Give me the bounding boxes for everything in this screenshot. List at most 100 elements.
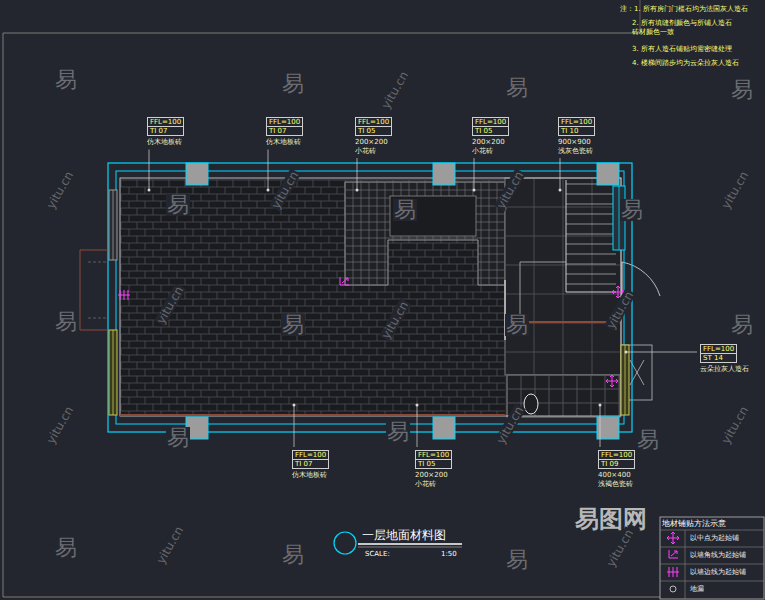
- note: 2. 所有填缝剂颜色与所铺人造石 砖材颜色一致: [632, 19, 744, 37]
- watermark: 易: [281, 544, 305, 566]
- material-tag: FFL=100TI 05 200×200 小花砖: [472, 117, 509, 155]
- watermark: yitu.cn: [154, 523, 186, 566]
- window: [621, 345, 629, 415]
- material-tag: FFL=100TI 07仿木地板砖: [292, 450, 329, 480]
- start-midpoint-symbol: [606, 375, 618, 387]
- exterior-step-line: [88, 262, 108, 318]
- watermark: 易: [730, 314, 754, 336]
- leader-dot: [356, 189, 359, 192]
- start-corner-symbol: [340, 277, 349, 285]
- scale-label: SCALE:: [365, 550, 390, 559]
- watermark: 易: [54, 311, 78, 333]
- material-code: TI 05: [416, 459, 451, 468]
- wall-inner-line: [116, 171, 624, 424]
- watermark: 易: [54, 537, 78, 559]
- legend-row-line: [660, 547, 764, 548]
- title-underline: [358, 543, 462, 545]
- legend-entry: 以墙角线为起始铺: [690, 551, 746, 560]
- watermark: 易: [54, 69, 78, 91]
- legend-column-line: [685, 530, 686, 599]
- column: [433, 163, 455, 185]
- material-description: 200×200 小花砖: [472, 138, 505, 155]
- wood-plank-hatch: [121, 180, 505, 415]
- material-description: 仿木地板砖: [147, 138, 182, 147]
- leader-line: [626, 352, 697, 353]
- legend-entry: 以墙边线为起始铺: [690, 568, 746, 577]
- legend-box: [660, 517, 764, 599]
- tag-box: FFL=100TI 10: [558, 117, 595, 136]
- start-corner-symbol: [669, 550, 678, 558]
- floor-level: FFL=100: [267, 118, 302, 126]
- tag-box: FFL=100ST 14: [700, 344, 737, 363]
- material-description: 200×200 小花砖: [355, 138, 388, 155]
- stair-outline: [566, 180, 616, 292]
- material-description: 900×900 浅灰色瓷砖: [558, 138, 593, 155]
- legend-entry: 地漏: [690, 585, 704, 594]
- leader-line: [600, 405, 601, 447]
- watermark: yitu.cn: [379, 298, 411, 341]
- window-line: [113, 190, 114, 260]
- floor-level: FFL=100: [473, 118, 508, 126]
- threshold-line: [120, 414, 505, 416]
- column: [597, 163, 619, 185]
- watermark: 易: [505, 77, 529, 99]
- leader-dot: [148, 189, 151, 192]
- tag-box: FFL=100TI 07: [292, 450, 329, 469]
- legend-entry: 以中点为起始铺: [690, 534, 739, 543]
- watermark: yitu.cn: [44, 403, 76, 446]
- title-circle: [334, 532, 356, 554]
- leader-line: [149, 150, 150, 191]
- floor-level: FFL=100: [293, 451, 328, 459]
- tile-inset: [390, 196, 476, 236]
- start-wall-edge-symbol: [118, 290, 130, 300]
- watermark: yitu.cn: [379, 68, 411, 111]
- watermark: yitu.cn: [719, 168, 751, 211]
- watermark: 易: [281, 73, 305, 95]
- small-tile-area: [345, 182, 505, 285]
- window-line: [113, 330, 114, 415]
- stair-rail: [520, 262, 566, 322]
- note: 4. 楼梯间踏步均为云朵拉灰人造石: [632, 59, 739, 68]
- tag-box: FFL=100TI 09: [598, 450, 635, 469]
- leader-dot: [625, 351, 628, 354]
- leader-line: [294, 405, 295, 447]
- watermark: yitu.cn: [154, 283, 186, 326]
- watermark: 易: [166, 194, 190, 216]
- material-tag: FFL=100TI 07仿木地板砖: [266, 117, 303, 147]
- watermark: yitu.cn: [44, 168, 76, 211]
- scale-value: 1:50: [441, 550, 457, 559]
- note: 注：1. 所有房门门槛石均为法国灰人造石: [620, 5, 748, 14]
- material-description: 200×200 小花砖: [415, 471, 448, 488]
- column: [433, 417, 455, 439]
- material-code: TI 09: [599, 459, 634, 468]
- watermark: 易: [505, 549, 529, 571]
- watermark: yitu.cn: [604, 288, 636, 331]
- watermark: 易: [636, 429, 660, 451]
- watermark: yitu.cn: [269, 168, 301, 211]
- material-tag: FFL=100TI 05200×200 小花砖: [415, 450, 452, 488]
- floor-level: FFL=100: [701, 345, 736, 353]
- outer-wall: [108, 163, 632, 432]
- watermark: 易: [620, 199, 644, 221]
- finish-line: [120, 178, 621, 416]
- frame-line: [3, 33, 640, 34]
- tag-box: FFL=100TI 07: [147, 117, 184, 136]
- leader-dot: [599, 404, 602, 407]
- floor-level: FFL=100: [599, 451, 634, 459]
- wood-floor-area: [121, 180, 505, 415]
- tag-box: FFL=100TI 05: [472, 117, 509, 136]
- material-tag: FFL=100ST 14云朵拉灰人造石: [700, 344, 749, 374]
- material-description: 400×400 浅褐色瓷砖: [598, 471, 633, 488]
- drawing-title: 一层地面材料图: [362, 528, 446, 542]
- frame-line: [3, 597, 660, 598]
- leader-dot: [473, 189, 476, 192]
- material-code: ST 14: [701, 353, 736, 362]
- material-code: TI 07: [267, 126, 302, 135]
- floor-drain-symbol: [670, 586, 676, 592]
- watermark: yitu.cn: [719, 403, 751, 446]
- material-code: TI 05: [473, 126, 508, 135]
- toilet-symbol: [524, 394, 538, 414]
- material-code: TI 07: [293, 459, 328, 468]
